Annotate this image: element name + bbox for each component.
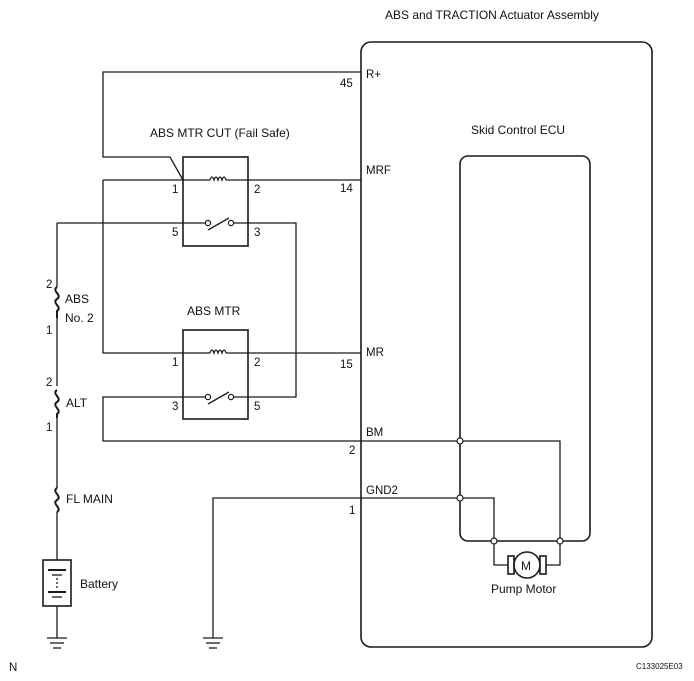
motor-relay-coil-icon bbox=[209, 349, 227, 356]
wire-bm bbox=[102, 396, 460, 442]
terminal-gnd2-pin: 1 bbox=[349, 505, 355, 517]
fail-safe-relay-box bbox=[182, 156, 249, 247]
fail-safe-relay-coil-icon bbox=[209, 176, 227, 183]
terminal-gnd2-label: GND2 bbox=[366, 485, 398, 497]
pump-motor-label: Pump Motor bbox=[491, 582, 556, 596]
terminal-mr-label: MR bbox=[366, 347, 384, 359]
corner-label: N bbox=[9, 662, 17, 674]
motor-relay-pin-2: 2 bbox=[254, 357, 260, 369]
motor-relay-pin-3: 3 bbox=[172, 401, 178, 413]
wire-fail-safe-pin3 bbox=[233, 222, 297, 398]
figure-code: C133025E03 bbox=[636, 662, 683, 671]
fail-safe-relay-pin-1: 1 bbox=[172, 184, 178, 196]
motor-relay-box bbox=[182, 329, 249, 420]
fuse-abs-no2-pin-top: 2 bbox=[46, 279, 52, 291]
fuse-alt-label: ALT bbox=[66, 396, 88, 410]
terminal-r-plus-label: R+ bbox=[366, 69, 381, 81]
junction-gnd2 bbox=[456, 494, 464, 502]
terminal-bm-label: BM bbox=[366, 427, 383, 439]
fuse-alt-pin-top: 2 bbox=[46, 377, 52, 389]
actuator-assembly-title: ABS and TRACTION Actuator Assembly bbox=[385, 8, 599, 22]
fail-safe-relay-pin-5: 5 bbox=[172, 227, 178, 239]
wire-bm-internal bbox=[460, 440, 561, 541]
battery-box bbox=[42, 559, 72, 607]
pump-motor-icon bbox=[507, 551, 547, 579]
wire-gnd2-internal bbox=[460, 497, 495, 541]
junction-motor-right bbox=[556, 537, 564, 545]
fuse-alt-icon bbox=[54, 389, 60, 418]
gnd2-ground-icon bbox=[203, 637, 223, 649]
terminal-mrf-pin: 14 bbox=[340, 183, 353, 195]
fail-safe-relay-pin-3: 3 bbox=[254, 227, 260, 239]
motor-relay-pin-1: 1 bbox=[172, 357, 178, 369]
pump-motor-symbol-label: M bbox=[521, 559, 531, 573]
fail-safe-relay-label: ABS MTR CUT (Fail Safe) bbox=[150, 126, 290, 140]
fuse-abs-no2-label-line2: No. 2 bbox=[65, 311, 94, 325]
terminal-mrf-label: MRF bbox=[366, 165, 391, 177]
skid-control-ecu-box bbox=[459, 155, 591, 542]
terminal-r-plus-pin: 45 bbox=[340, 78, 353, 90]
motor-relay-label: ABS MTR bbox=[187, 304, 241, 318]
fuse-abs-no2-pin-bottom: 1 bbox=[46, 325, 52, 337]
fuse-fl-main-icon bbox=[54, 487, 60, 513]
skid-control-ecu-label: Skid Control ECU bbox=[471, 123, 565, 137]
wire-r-plus bbox=[102, 71, 361, 181]
motor-relay-pin-5: 5 bbox=[254, 401, 260, 413]
fail-safe-relay-switch-icon bbox=[204, 217, 235, 231]
junction-bm bbox=[456, 437, 464, 445]
wire-coil-common bbox=[102, 180, 361, 354]
battery-ground-icon bbox=[47, 637, 67, 649]
fuse-abs-no2-label: ABS bbox=[65, 292, 89, 306]
terminal-bm-pin: 2 bbox=[349, 445, 355, 457]
wire-gnd2 bbox=[212, 497, 460, 638]
terminal-mr-pin: 15 bbox=[340, 359, 353, 371]
battery-icon bbox=[48, 569, 66, 598]
fail-safe-relay-pin-2: 2 bbox=[254, 184, 260, 196]
fuse-alt-pin-bottom: 1 bbox=[46, 422, 52, 434]
junction-motor-left bbox=[490, 537, 498, 545]
wire-pump-motor-loop bbox=[493, 541, 561, 566]
motor-relay-switch-icon bbox=[204, 391, 235, 405]
fuse-fl-main-label: FL MAIN bbox=[66, 492, 113, 506]
battery-label: Battery bbox=[80, 577, 118, 591]
fuse-abs-no2-icon bbox=[54, 286, 60, 318]
actuator-assembly-box bbox=[360, 41, 653, 648]
